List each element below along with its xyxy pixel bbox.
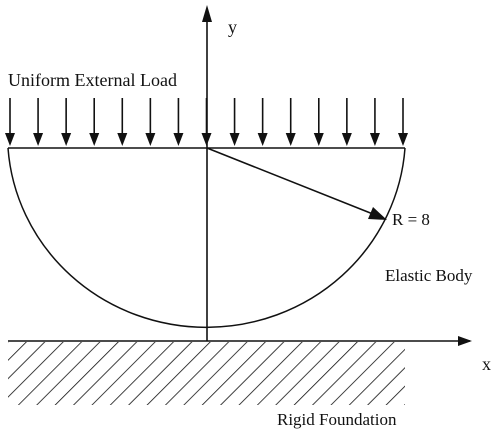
load-arrow-head xyxy=(117,133,128,146)
rigid-foundation-label: Rigid Foundation xyxy=(277,410,397,429)
load-arrow-head xyxy=(369,133,380,146)
x-axis-arrowhead xyxy=(458,336,472,346)
load-arrow-head xyxy=(89,133,100,146)
radius-arrow xyxy=(206,147,384,219)
y-axis-arrowhead xyxy=(202,5,212,22)
elastic-body-label: Elastic Body xyxy=(385,266,473,285)
load-arrow-head xyxy=(145,133,156,146)
load-arrow-head xyxy=(229,133,240,146)
elastic-body-outline xyxy=(7,147,406,328)
load-arrow-head xyxy=(398,133,408,146)
load-label: Uniform External Load xyxy=(8,70,177,90)
load-arrow-head xyxy=(285,133,296,146)
load-arrow-head xyxy=(33,133,44,146)
y-axis-label: y xyxy=(228,17,237,37)
radius-label: R = 8 xyxy=(392,210,430,229)
load-arrow-head xyxy=(5,133,15,146)
load-arrow-head xyxy=(313,133,324,146)
load-arrow-head xyxy=(61,133,72,146)
load-arrow-head xyxy=(173,133,184,146)
radius-arrowhead xyxy=(368,207,387,220)
load-arrow-head xyxy=(341,133,352,146)
rigid-foundation-hatch xyxy=(8,342,405,405)
load-arrow-head xyxy=(257,133,268,146)
load-arrows xyxy=(5,98,408,146)
x-axis-label: x xyxy=(482,354,491,374)
load-arrow-head xyxy=(201,133,212,146)
